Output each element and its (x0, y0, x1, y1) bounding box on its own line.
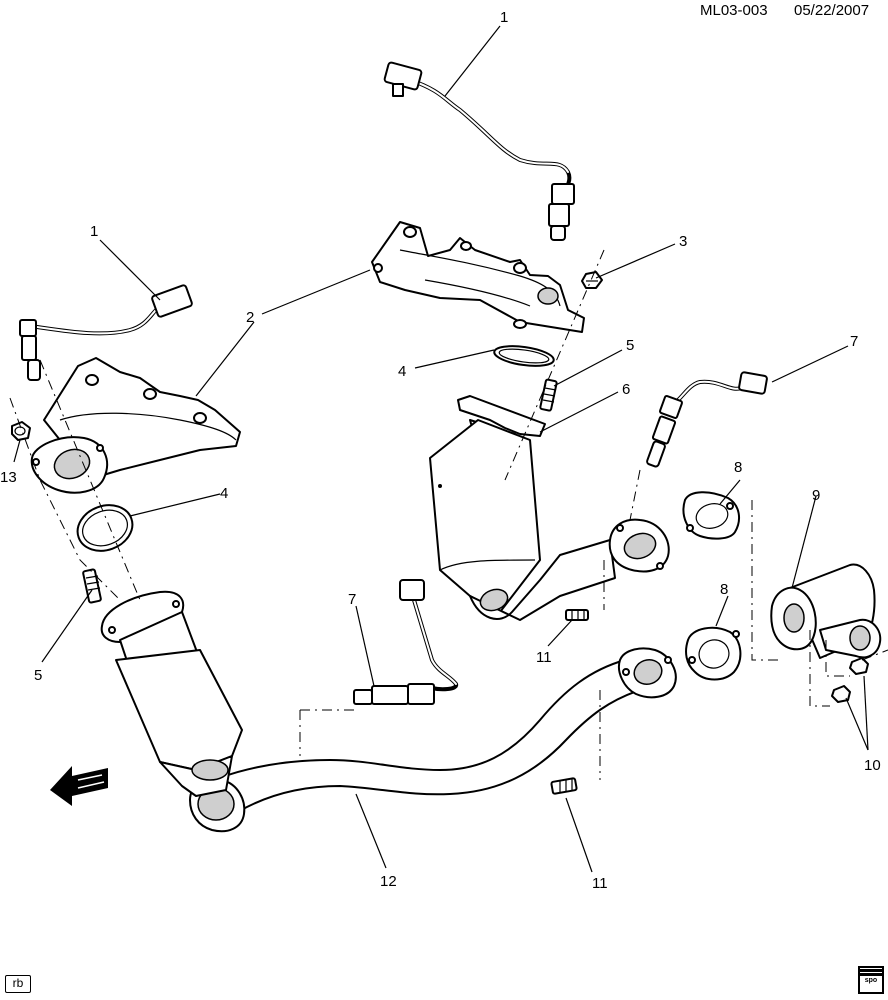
flange-nuts (831, 657, 869, 703)
publisher-logo-icon: spo (858, 966, 884, 994)
callout-2: 2 (246, 309, 254, 326)
rear-exhaust-pipe (770, 563, 882, 659)
callout-5: 5 (34, 667, 42, 684)
oxygen-sensor-downstream-center (353, 579, 459, 705)
callout-3: 3 (679, 233, 687, 250)
callout-1: 1 (500, 9, 508, 26)
flange-bolt-upper (565, 609, 589, 621)
callout-1: 1 (90, 223, 98, 240)
stud-front (82, 568, 102, 604)
leader-lines (13, 25, 869, 873)
publisher-logo-text: spo (864, 977, 878, 984)
flange-gasket-lower (685, 626, 742, 681)
callout-11: 11 (536, 649, 552, 666)
oxygen-sensor-upper (383, 61, 575, 241)
drawing-date: 05/22/2007 (794, 2, 869, 19)
catalytic-converter-rear (429, 395, 616, 621)
callout-13: 13 (0, 469, 17, 486)
front-direction-arrow-icon (50, 766, 108, 806)
callout-6: 6 (622, 381, 630, 398)
callout-7: 7 (850, 333, 858, 350)
oxygen-sensor-downstream-right (646, 371, 768, 468)
manifold-nut (581, 271, 603, 289)
converter-outlet-flange (608, 518, 670, 573)
exhaust-manifold-rear (371, 221, 585, 333)
gasket-ring-front (76, 504, 134, 552)
reference-badge: rb (5, 975, 31, 993)
catalytic-converter-front (100, 590, 243, 797)
manifold-nut-front (11, 421, 31, 441)
assembly-center-lines (9, 249, 888, 780)
exhaust-manifold-front (30, 357, 241, 494)
callout-12: 12 (380, 873, 397, 890)
callout-labels: 1 1 2 3 4 4 5 5 6 7 7 8 8 9 10 11 11 12 … (0, 9, 881, 892)
front-exhaust-pipe (189, 647, 677, 833)
callout-11: 11 (592, 875, 608, 892)
oxygen-sensor-front (19, 284, 193, 381)
callout-8: 8 (734, 459, 742, 476)
callout-4: 4 (398, 363, 406, 380)
flange-gasket-upper (682, 491, 741, 540)
drawing-code: ML03-003 (700, 2, 768, 19)
callout-7: 7 (348, 591, 356, 608)
gasket-ring-rear (493, 345, 555, 367)
callout-10: 10 (864, 757, 881, 774)
callout-5: 5 (626, 337, 634, 354)
callout-8: 8 (720, 581, 728, 598)
callout-9: 9 (812, 487, 820, 504)
flange-bolt-lower (550, 777, 578, 795)
stud-upper (539, 378, 558, 412)
callout-4: 4 (220, 485, 228, 502)
